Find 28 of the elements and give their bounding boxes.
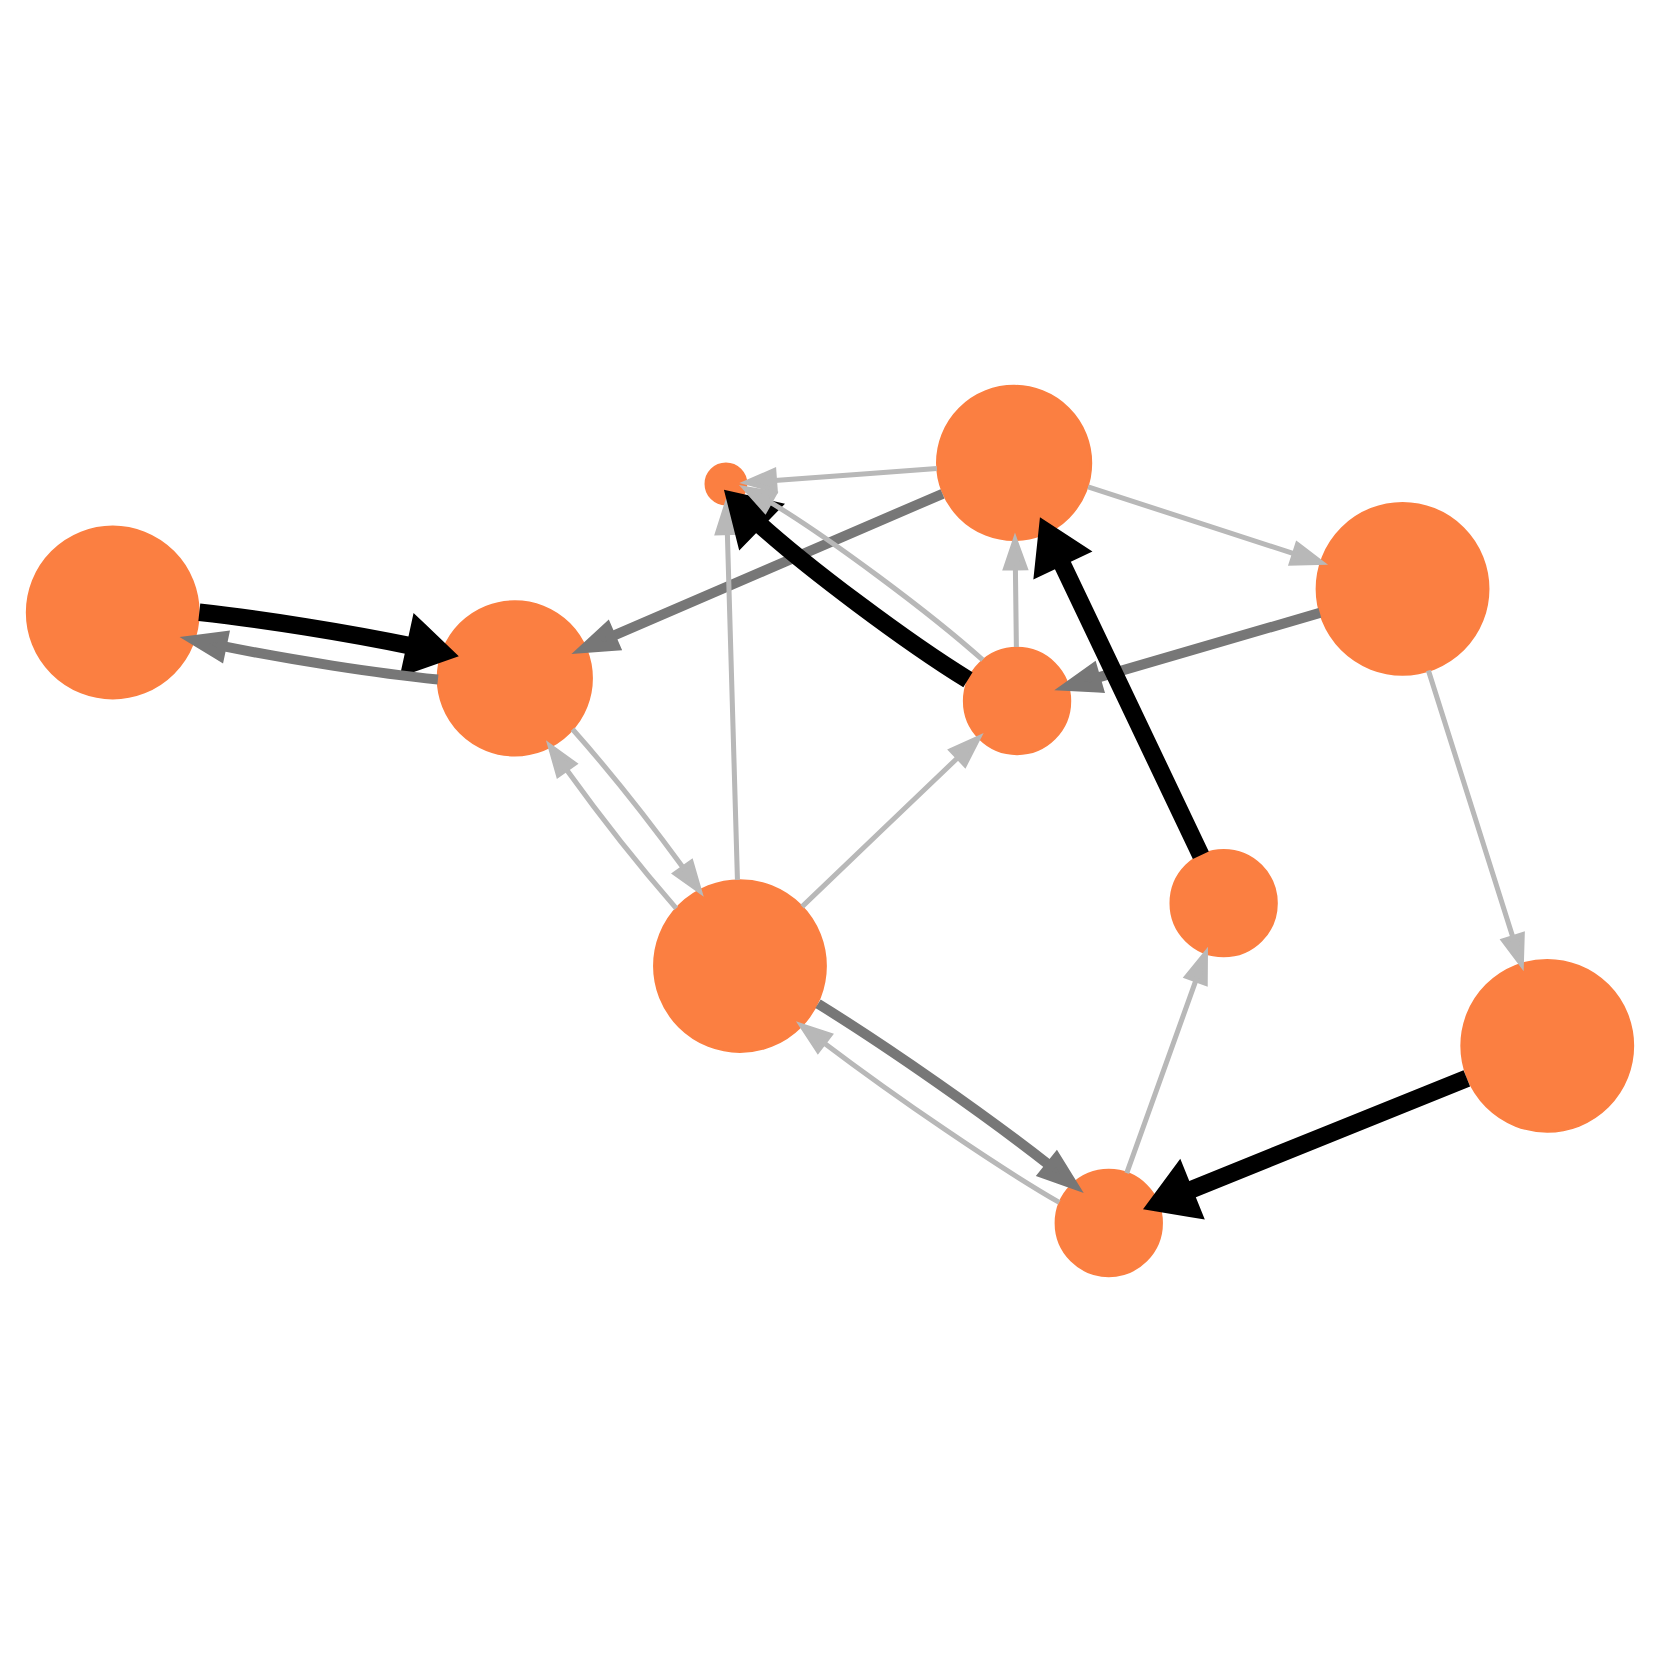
node-circle (1054, 1167, 1163, 1277)
arrow (545, 739, 679, 909)
node-circle (1460, 957, 1635, 1132)
arrow (1426, 668, 1525, 971)
arrow (739, 465, 938, 493)
arrow (1054, 607, 1322, 692)
arrow (795, 1020, 1061, 1204)
node-circle (653, 878, 827, 1052)
node-circle (936, 383, 1093, 540)
node-circle (1315, 500, 1490, 675)
arrow (198, 602, 459, 676)
node-circle (1169, 848, 1278, 957)
node-circle (962, 645, 1072, 755)
arrow (1143, 1069, 1471, 1219)
arrow (1033, 516, 1209, 858)
node-circle (704, 461, 748, 505)
arrow (1124, 945, 1208, 1173)
arrow (815, 998, 1084, 1192)
node-circle (436, 599, 593, 756)
arrow (570, 726, 704, 896)
node-circle (25, 524, 200, 699)
arrow (179, 629, 439, 684)
arrow (1002, 531, 1029, 646)
arrow (800, 731, 984, 908)
arrow (738, 483, 985, 661)
arrow (1087, 483, 1329, 565)
arrow (723, 488, 973, 687)
arrow (571, 488, 945, 653)
